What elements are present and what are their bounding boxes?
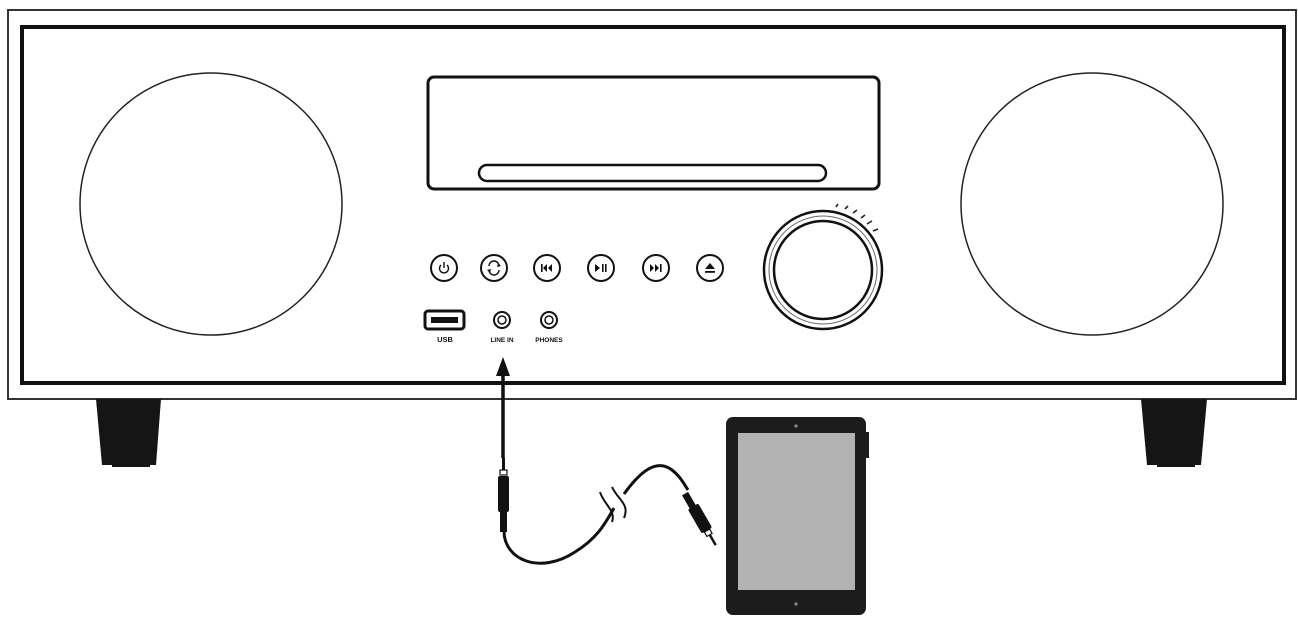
cd-window bbox=[426, 75, 881, 191]
control-buttons bbox=[430, 254, 724, 282]
line-in-label: LINE IN bbox=[490, 337, 513, 344]
right-speaker bbox=[960, 72, 1224, 336]
tablet-home-button bbox=[794, 602, 798, 606]
headphone-jack[interactable] bbox=[540, 311, 558, 329]
audio-cable bbox=[498, 458, 717, 565]
eject-button[interactable] bbox=[696, 254, 724, 282]
tablet-side-button bbox=[864, 432, 869, 458]
cd-loader bbox=[426, 75, 881, 191]
connection-arrow bbox=[496, 357, 510, 458]
volume-knob[interactable] bbox=[762, 203, 884, 331]
tablet-screen bbox=[738, 433, 855, 590]
right-audio-plug bbox=[682, 491, 717, 546]
play-pause-button[interactable] bbox=[587, 254, 615, 282]
tablet-camera bbox=[794, 424, 798, 428]
right-foot bbox=[1141, 399, 1207, 467]
skip-next-icon bbox=[650, 264, 662, 272]
skip-previous-icon bbox=[541, 264, 552, 272]
cd-slot bbox=[477, 163, 828, 183]
power-button[interactable] bbox=[430, 254, 458, 282]
usb-label: USB bbox=[437, 335, 453, 344]
play-pause-icon bbox=[595, 264, 607, 272]
tablet-device bbox=[726, 417, 869, 615]
next-button[interactable] bbox=[642, 254, 670, 282]
eject-icon bbox=[705, 263, 715, 273]
left-speaker bbox=[79, 72, 343, 336]
left-foot bbox=[96, 399, 161, 467]
volume-scale-ticks bbox=[835, 203, 879, 232]
cable-left-segment bbox=[502, 507, 616, 565]
mode-icon bbox=[487, 260, 501, 276]
left-audio-plug bbox=[498, 458, 509, 532]
arrow-head bbox=[496, 357, 510, 376]
mode-button[interactable] bbox=[480, 254, 508, 282]
line-in-jack[interactable] bbox=[493, 311, 511, 329]
phones-label: PHONES bbox=[535, 337, 563, 344]
cable-right-segment bbox=[622, 464, 690, 495]
cable-break-marks bbox=[599, 486, 627, 523]
power-icon bbox=[438, 262, 450, 274]
usb-port[interactable] bbox=[423, 309, 466, 331]
previous-button[interactable] bbox=[533, 254, 561, 282]
